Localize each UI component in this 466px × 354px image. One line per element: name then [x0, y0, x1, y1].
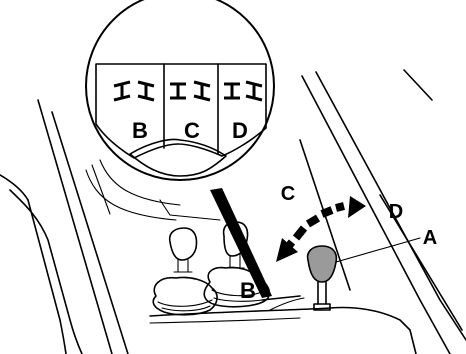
lever-label-a: A: [423, 227, 437, 249]
motion-arc: [276, 196, 366, 262]
drive-icon-c: [170, 80, 211, 102]
arc-label-c: C: [281, 183, 295, 205]
transfer-lever-a: [306, 237, 421, 311]
console-outlines: [0, 69, 466, 354]
magnifier-callout: [85, 0, 275, 298]
lever-label-b: B: [240, 278, 256, 303]
callout-label-c: C: [184, 118, 200, 143]
callout-label-d: D: [232, 118, 248, 143]
callout-label-b: B: [132, 118, 148, 143]
drive-icon-d: [224, 80, 263, 102]
arc-label-d: D: [389, 201, 403, 223]
left-lever: [152, 227, 218, 316]
drive-icon-b: [113, 80, 155, 102]
